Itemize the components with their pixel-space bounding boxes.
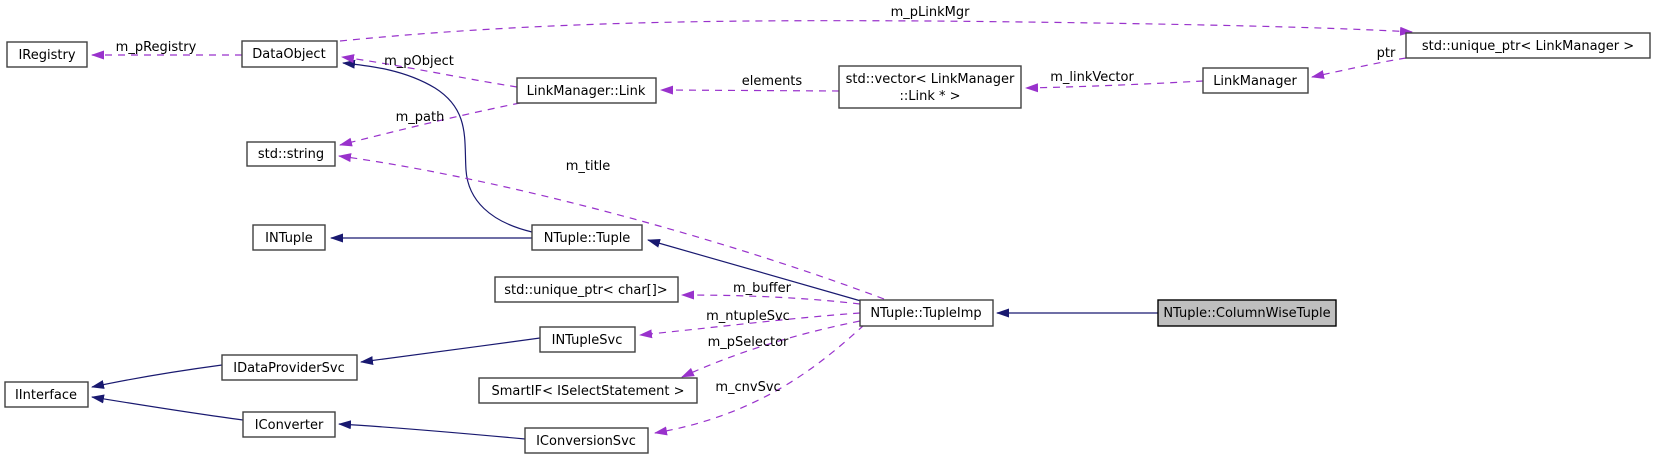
- edge-label-elements: elements: [742, 74, 803, 89]
- edge-inheritance-idataprovidersvc-to-iinterface: [91, 364, 223, 389]
- edge-label-m-linkvector: m_linkVector: [1050, 70, 1134, 85]
- edge-inheritance-iconverter-to-iinterface: [91, 394, 244, 421]
- node-std-string[interactable]: std::string: [246, 141, 336, 167]
- node-ntuple-tupleimp[interactable]: NTuple::TupleImp: [859, 299, 994, 327]
- node-std-unique-ptr-char[interactable]: std::unique_ptr< char[]>: [494, 276, 679, 303]
- node-intuplesvc[interactable]: INTupleSvc: [539, 326, 636, 353]
- node-intuplesvc-label: INTupleSvc: [552, 333, 623, 348]
- node-iregistry-label: IRegistry: [18, 48, 75, 63]
- edge-label-m-cnvsvc: m_cnvSvc: [715, 380, 780, 395]
- node-iinterface-label: IInterface: [15, 388, 77, 403]
- node-dataobject-label: DataObject: [252, 47, 325, 62]
- node-ntuple-columnwisetuple-label: NTuple::ColumnWiseTuple: [1163, 306, 1330, 321]
- edge-label-m-path: m_path: [396, 110, 445, 125]
- node-std-unique-ptr-linkmanager[interactable]: std::unique_ptr< LinkManager >: [1405, 32, 1651, 59]
- node-iinterface[interactable]: IInterface: [4, 381, 89, 408]
- edge-usage-m-pobject: [341, 54, 518, 88]
- node-iregistry[interactable]: IRegistry: [6, 41, 88, 68]
- edge-label-ptr: ptr: [1377, 46, 1396, 61]
- node-smartif-label: SmartIF< ISelectStatement >: [491, 384, 684, 399]
- node-idataprovidersvc[interactable]: IDataProviderSvc: [221, 354, 358, 381]
- node-std-string-label: std::string: [258, 147, 324, 162]
- edge-usage-m-plinkmgr: [339, 20, 1413, 42]
- node-linkmanager-link[interactable]: LinkManager::Link: [516, 77, 657, 104]
- edge-usage-elements: [660, 85, 840, 95]
- node-std-unique-ptr-char-label: std::unique_ptr< char[]>: [504, 283, 667, 298]
- edge-label-m-buffer: m_buffer: [733, 281, 792, 296]
- node-intuple[interactable]: INTuple: [252, 224, 326, 251]
- node-smartif-iselectstatement[interactable]: SmartIF< ISelectStatement >: [478, 377, 698, 404]
- node-iconversionsvc[interactable]: IConversionSvc: [524, 427, 649, 454]
- node-ntuple-tuple[interactable]: NTuple::Tuple: [531, 224, 643, 251]
- edge-inheritance-tuple-to-dataobject: [342, 59, 533, 233]
- edge-inheritance-tupleimp-to-tuple: [647, 238, 862, 302]
- node-std-vector-line1: std::vector< LinkManager: [846, 72, 1015, 87]
- node-ntuple-columnwisetuple: NTuple::ColumnWiseTuple: [1157, 299, 1337, 327]
- node-linkmanager-link-label: LinkManager::Link: [527, 84, 646, 99]
- edge-label-m-title: m_title: [566, 159, 611, 174]
- node-ntuple-tupleimp-label: NTuple::TupleImp: [870, 306, 981, 321]
- edge-inheritance-intuplesvc-to-idataprovidersvc: [360, 337, 541, 366]
- node-dataobject[interactable]: DataObject: [241, 40, 338, 68]
- node-idataprovidersvc-label: IDataProviderSvc: [233, 361, 345, 376]
- node-iconverter-label: IConverter: [255, 418, 324, 433]
- edge-usage-m-buffer: [681, 290, 861, 305]
- edge-usage-m-ntuplesvc: [639, 312, 861, 339]
- node-linkmanager[interactable]: LinkManager: [1202, 67, 1309, 94]
- node-std-vector-line2: ::Link * >: [899, 89, 960, 104]
- node-std-vector-linkmanager-link[interactable]: std::vector< LinkManager ::Link * >: [838, 65, 1022, 109]
- edge-usage-m-cnvsvc: [654, 324, 865, 436]
- edge-label-m-plinkmgr: m_pLinkMgr: [891, 5, 971, 20]
- node-ntuple-tuple-label: NTuple::Tuple: [544, 231, 631, 246]
- edge-usage-m-title: [338, 153, 885, 300]
- edge-inheritance-iconversionsvc-to-iconverter: [338, 420, 526, 440]
- node-iconverter[interactable]: IConverter: [242, 411, 336, 438]
- edge-label-m-pselector: m_pSelector: [708, 335, 789, 350]
- edge-label-m-pregistry: m_pRegistry: [116, 40, 197, 55]
- edge-label-m-pobject: m_pObject: [384, 54, 454, 69]
- node-std-unique-ptr-linkmanager-label: std::unique_ptr< LinkManager >: [1422, 39, 1634, 54]
- edge-usage-m-linkvector: [1025, 80, 1204, 93]
- node-iconversionsvc-label: IConversionSvc: [536, 434, 636, 449]
- edge-label-m-ntuplesvc: m_ntupleSvc: [706, 309, 790, 324]
- edge-usage-m-path: [339, 102, 521, 147]
- node-intuple-label: INTuple: [265, 231, 313, 246]
- node-linkmanager-label: LinkManager: [1213, 74, 1297, 89]
